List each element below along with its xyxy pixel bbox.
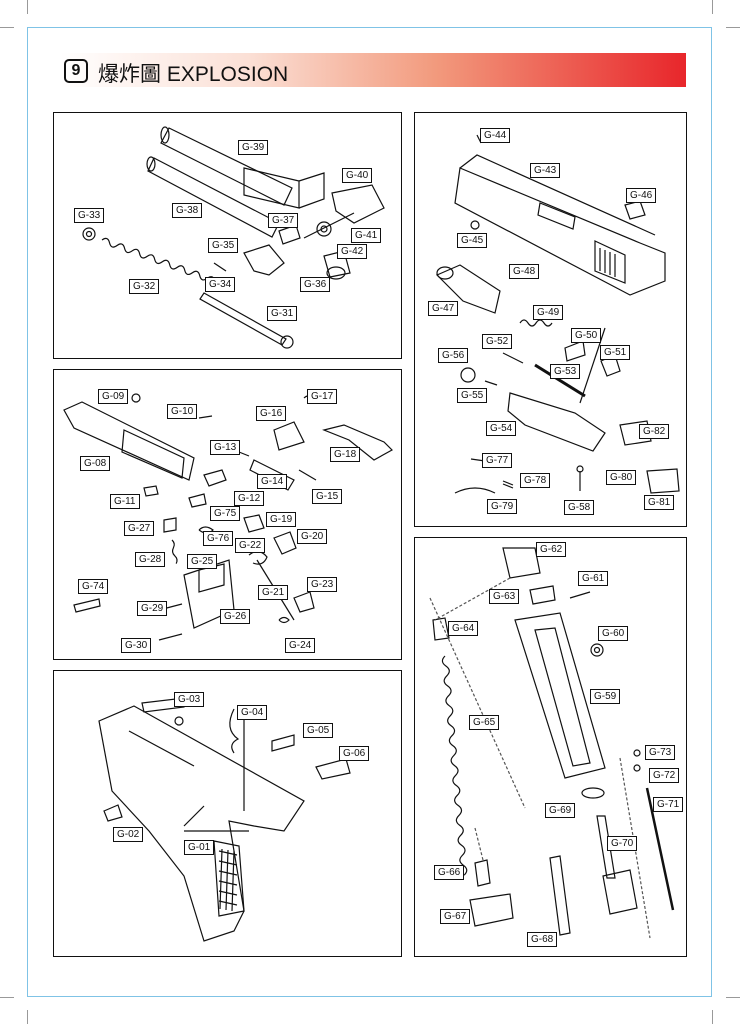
part-label: G-80	[606, 470, 637, 485]
part-label: G-79	[487, 499, 518, 514]
part-label: G-47	[428, 301, 459, 316]
part-label: G-30	[121, 638, 152, 653]
part-label: G-26	[220, 609, 251, 624]
part-label: G-06	[339, 746, 370, 761]
part-label: G-61	[578, 571, 609, 586]
part-label: G-78	[520, 473, 551, 488]
part-label: G-05	[303, 723, 334, 738]
crop-mark	[712, 1010, 713, 1024]
part-label: G-02	[113, 827, 144, 842]
part-label: G-14	[257, 474, 288, 489]
part-label: G-18	[330, 447, 361, 462]
panel-frame-assembly	[53, 670, 402, 957]
part-label: G-51	[600, 345, 631, 360]
part-label: G-44	[480, 128, 511, 143]
part-label: G-68	[527, 932, 558, 947]
part-label: G-33	[74, 208, 105, 223]
part-label: G-54	[486, 421, 517, 436]
part-label: G-39	[238, 140, 269, 155]
part-label: G-34	[205, 277, 236, 292]
part-label: G-63	[489, 589, 520, 604]
part-label: G-81	[644, 495, 675, 510]
crop-mark	[712, 0, 713, 14]
part-label: G-21	[258, 585, 289, 600]
part-label: G-62	[536, 542, 567, 557]
part-label: G-41	[351, 228, 382, 243]
part-label: G-76	[203, 531, 234, 546]
panel-magazine-assembly	[414, 537, 687, 957]
part-label: G-28	[135, 552, 166, 567]
part-label: G-50	[571, 328, 602, 343]
part-label: G-77	[482, 453, 513, 468]
panel-barrel-assembly	[53, 112, 402, 359]
part-label: G-35	[208, 238, 239, 253]
part-label: G-46	[626, 188, 657, 203]
part-label: G-40	[342, 168, 373, 183]
part-label: G-70	[607, 836, 638, 851]
crop-mark	[0, 997, 14, 998]
part-label: G-15	[312, 489, 343, 504]
part-label: G-72	[649, 768, 680, 783]
part-label: G-59	[590, 689, 621, 704]
part-label: G-36	[300, 277, 331, 292]
part-label: G-56	[438, 348, 469, 363]
section-title: 爆炸圖 EXPLOSION	[98, 63, 289, 86]
part-label: G-75	[210, 506, 241, 521]
part-label: G-69	[545, 803, 576, 818]
part-label: G-31	[267, 306, 298, 321]
part-label: G-60	[598, 626, 629, 641]
part-label: G-71	[653, 797, 684, 812]
part-label: G-01	[184, 840, 215, 855]
part-label: G-17	[307, 389, 338, 404]
part-label: G-25	[187, 554, 218, 569]
part-label: G-24	[285, 638, 316, 653]
part-label: G-42	[337, 244, 368, 259]
crop-mark	[726, 27, 740, 28]
part-label: G-58	[564, 500, 595, 515]
crop-mark	[27, 0, 28, 14]
part-label: G-16	[256, 406, 287, 421]
part-label: G-22	[235, 538, 266, 553]
part-label: G-08	[80, 456, 111, 471]
part-label: G-74	[78, 579, 109, 594]
magazine-assembly-drawing	[429, 547, 675, 939]
part-label: G-03	[174, 692, 205, 707]
part-label: G-49	[533, 305, 564, 320]
part-label: G-66	[434, 865, 465, 880]
part-label: G-73	[645, 745, 676, 760]
part-label: G-19	[266, 512, 297, 527]
part-label: G-32	[129, 279, 160, 294]
part-label: G-65	[469, 715, 500, 730]
crop-mark	[726, 997, 740, 998]
part-label: G-04	[237, 705, 268, 720]
crop-mark	[27, 1010, 28, 1024]
part-label: G-13	[210, 440, 241, 455]
part-label: G-38	[172, 203, 203, 218]
page-frame	[27, 27, 712, 997]
part-label: G-55	[457, 388, 488, 403]
part-label: G-27	[124, 521, 155, 536]
part-label: G-48	[509, 264, 540, 279]
part-label: G-82	[639, 424, 670, 439]
part-label: G-20	[297, 529, 328, 544]
section-number-badge: 9	[64, 59, 88, 83]
part-label: G-64	[448, 621, 479, 636]
part-label: G-43	[530, 163, 561, 178]
part-label: G-29	[137, 601, 168, 616]
part-label: G-37	[268, 213, 299, 228]
part-label: G-09	[98, 389, 129, 404]
part-label: G-52	[482, 334, 513, 349]
crop-mark	[0, 27, 14, 28]
part-label: G-67	[440, 909, 471, 924]
part-label: G-23	[307, 577, 338, 592]
frame-assembly-drawing	[98, 697, 351, 942]
barrel-assembly-drawing	[82, 126, 385, 349]
part-label: G-11	[110, 494, 140, 509]
part-label: G-10	[167, 404, 198, 419]
part-label: G-53	[550, 364, 581, 379]
section-header-bar	[60, 53, 686, 87]
part-label: G-12	[234, 491, 265, 506]
part-label: G-45	[457, 233, 488, 248]
